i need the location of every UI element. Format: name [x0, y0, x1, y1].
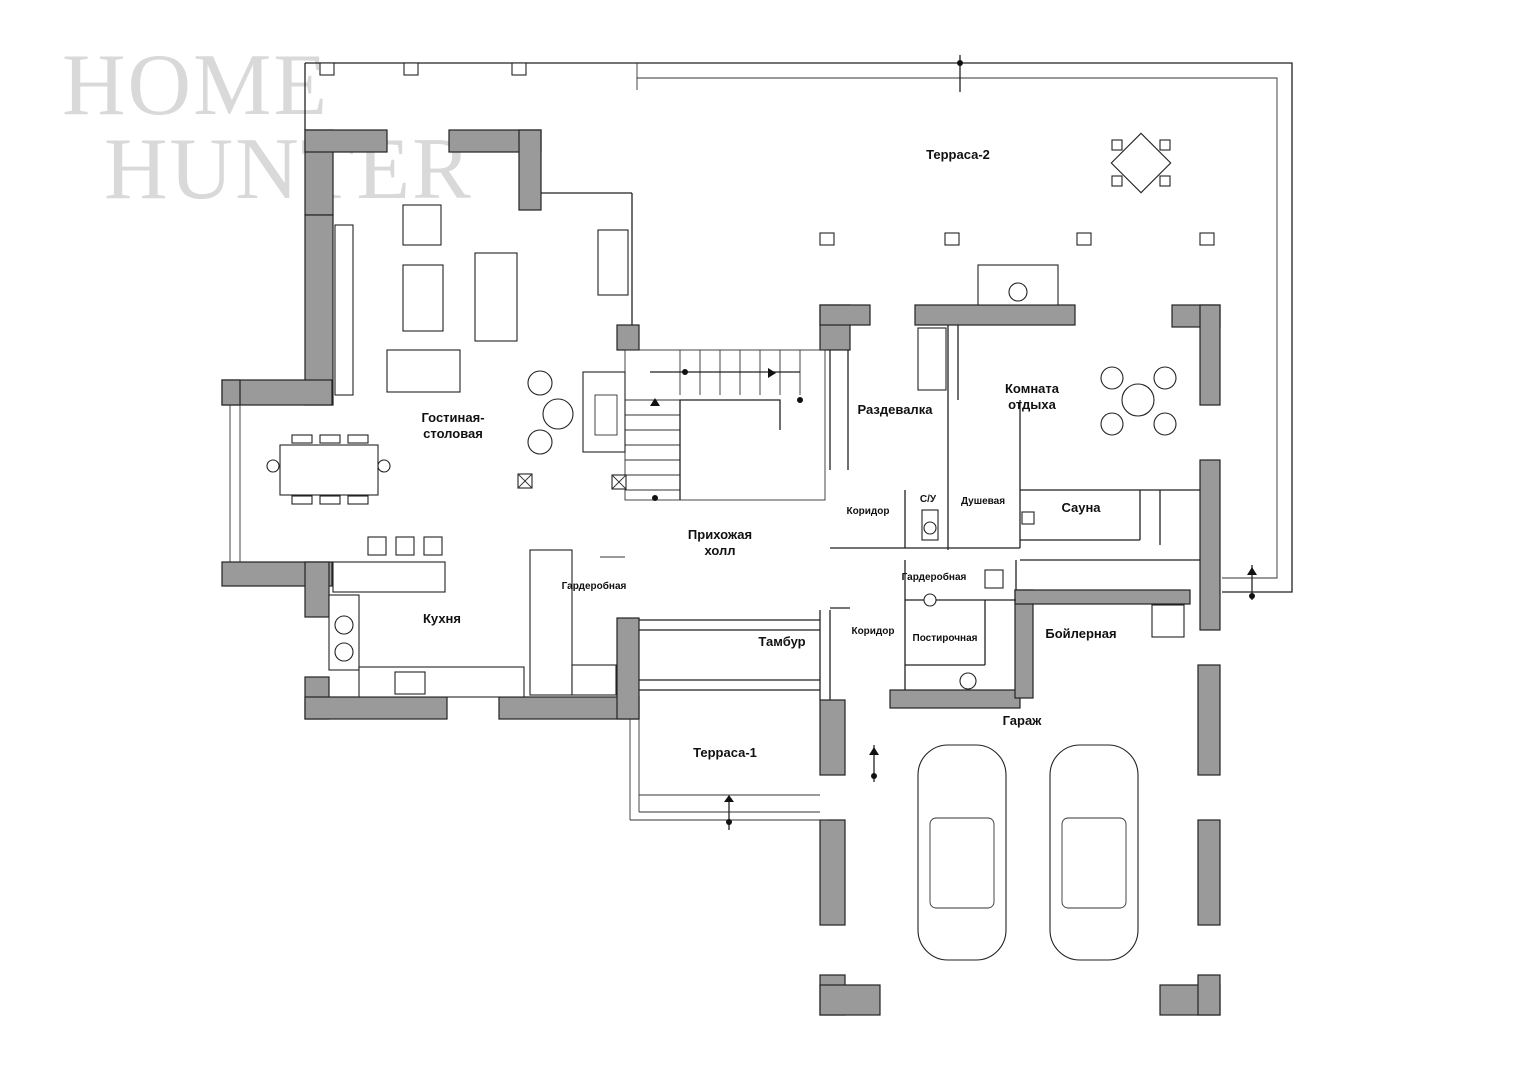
- label-boiler-room: Бойлерная: [1045, 626, 1116, 641]
- staircase: [582, 349, 826, 501]
- label-dressing-room: Раздевалка: [858, 402, 934, 417]
- label-rest-room-line-2: отдыха: [1008, 397, 1056, 412]
- label-shower: Душевая: [961, 496, 1005, 507]
- walls-vestibule: [629, 610, 831, 830]
- label-corridor-top: Коридор: [846, 506, 889, 517]
- label-wardrobe-left: Гардеробная: [562, 580, 627, 592]
- living-furniture: [266, 204, 629, 505]
- label-garage: Гараж: [1003, 713, 1043, 728]
- label-terrace-1: Терраса-1: [693, 745, 757, 760]
- label-vestibule: Тамбур: [758, 634, 805, 649]
- label-corridor-bottom: Коридор: [851, 626, 894, 637]
- label-living-line-2: столовая: [423, 426, 483, 441]
- label-wardrobe-right: Гардеробная: [902, 571, 967, 583]
- label-laundry: Постирочная: [913, 633, 978, 644]
- rest-room-furniture: [917, 327, 1185, 690]
- garage-cars: [869, 565, 1257, 961]
- label-sauna: Сауна: [1061, 500, 1101, 515]
- terrace-2-outline: [304, 55, 1293, 593]
- terrace-furniture: [319, 62, 1215, 306]
- walls-center: [819, 304, 1221, 1016]
- kitchen-furniture: [328, 536, 625, 698]
- label-hall-line-1: Прихожая: [688, 527, 752, 542]
- label-hall-line-2: холл: [704, 543, 735, 558]
- label-wc: С/У: [920, 494, 937, 505]
- walls-living: [221, 129, 640, 720]
- label-living-line-1: Гостиная-: [421, 410, 484, 425]
- label-kitchen: Кухня: [423, 611, 461, 626]
- label-rest-room-line-1: Комната: [1005, 381, 1060, 396]
- label-terrace-2: Терраса-2: [926, 147, 990, 162]
